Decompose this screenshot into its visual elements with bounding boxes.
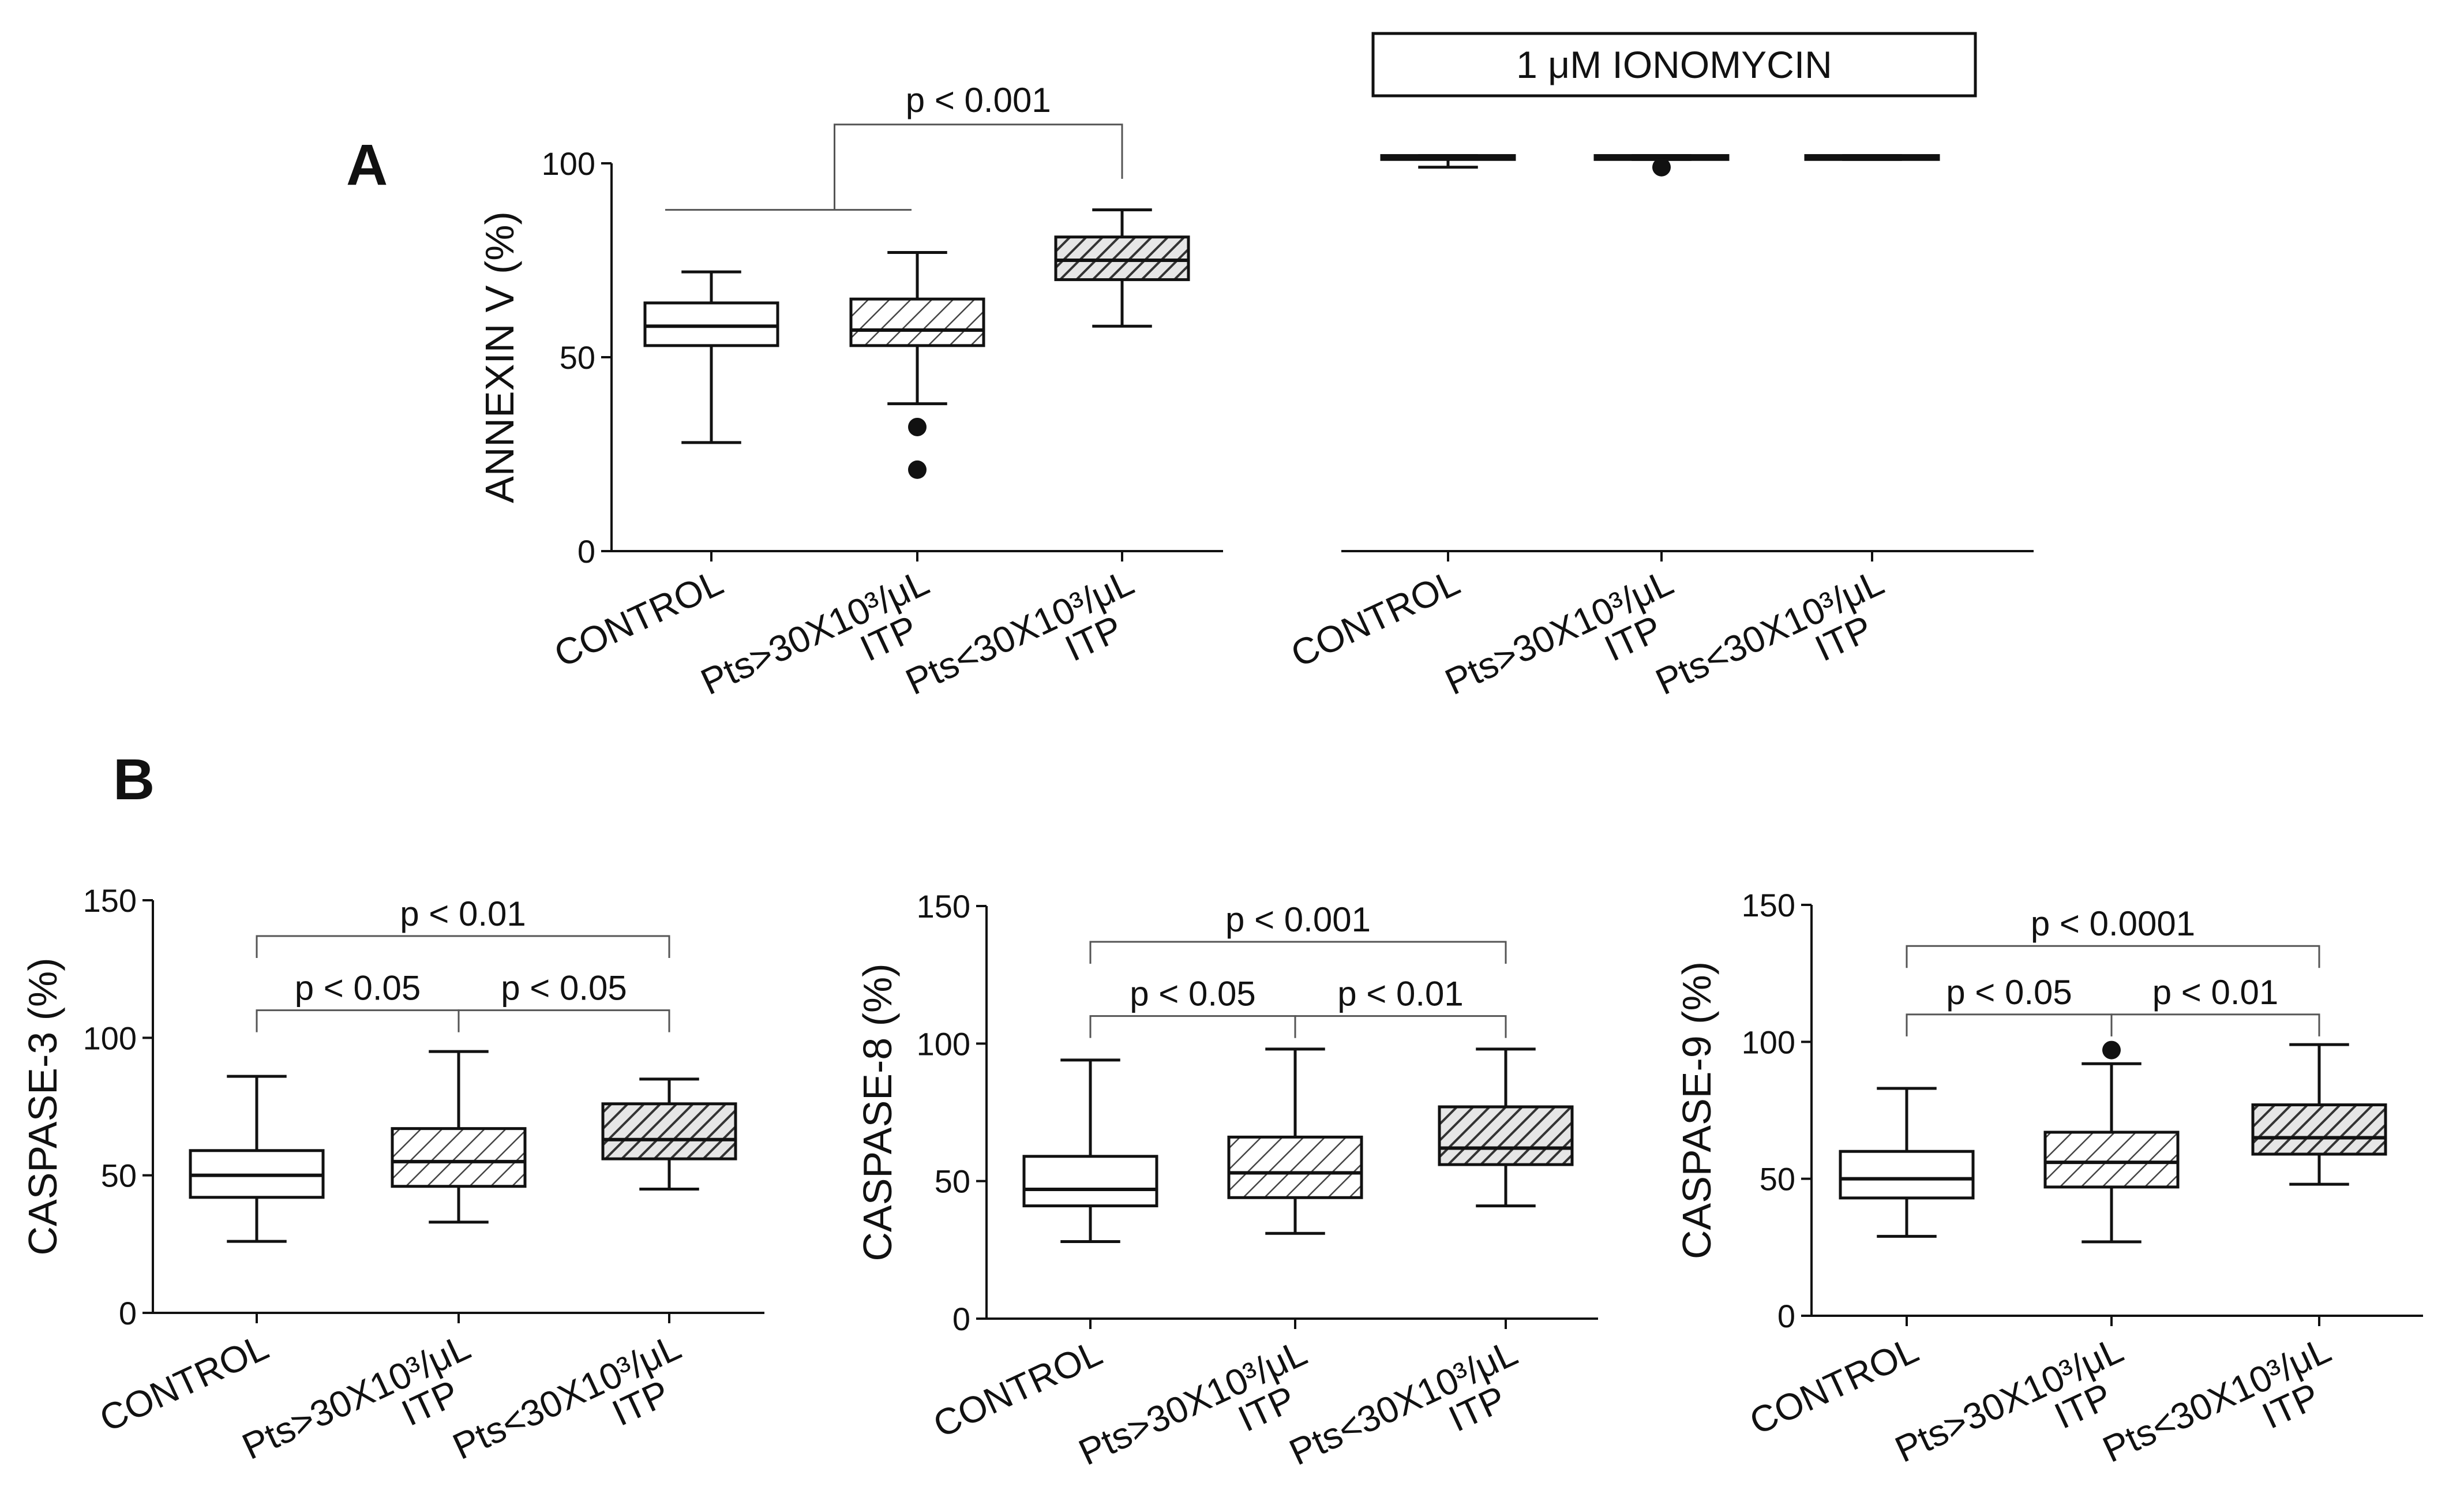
box-plot-0 bbox=[1022, 1058, 1158, 1244]
box-iqr bbox=[1839, 1150, 1975, 1200]
box-iqr bbox=[2043, 1131, 2180, 1189]
significance-label: p < 0.001 bbox=[1225, 900, 1371, 939]
outlier-point bbox=[908, 417, 927, 436]
box-plot-1 bbox=[391, 1050, 527, 1224]
box-iqr bbox=[1438, 1105, 1574, 1166]
box-plot-1 bbox=[2043, 1040, 2180, 1244]
box-iqr bbox=[601, 1102, 737, 1161]
bracket-line bbox=[834, 123, 1123, 210]
box-plot-0 bbox=[1839, 1087, 1975, 1238]
y-tick-label: 0 bbox=[952, 1301, 970, 1337]
box-plot-0 bbox=[1380, 154, 1516, 169]
box-iqr bbox=[849, 297, 985, 347]
box-iqr bbox=[391, 1127, 527, 1188]
y-tick-label: 150 bbox=[917, 888, 970, 924]
y-axis-title: CASPASE-3 (%) bbox=[20, 957, 65, 1255]
bracket-line bbox=[2110, 1013, 2320, 1036]
y-tick-label: 0 bbox=[577, 533, 595, 570]
box-plot-2 bbox=[601, 1077, 737, 1191]
y-tick-label: 100 bbox=[917, 1025, 970, 1062]
y-tick-label: 100 bbox=[542, 145, 595, 182]
outlier-point bbox=[1652, 158, 1671, 177]
ionomycin-banner: 1 μM IONOMYCIN bbox=[1371, 32, 1977, 98]
y-tick-label: 50 bbox=[560, 339, 595, 376]
category-label: CONTROL bbox=[927, 1331, 1108, 1445]
significance-label: p < 0.01 bbox=[2152, 973, 2279, 1012]
significance-bracket: p < 0.05 bbox=[457, 969, 670, 1032]
significance-bracket: p < 0.05 bbox=[1089, 975, 1296, 1038]
significance-label: p < 0.001 bbox=[906, 81, 1051, 119]
bracket-line bbox=[1089, 941, 1507, 964]
bracket-line bbox=[1906, 945, 2320, 968]
y-tick-label: 150 bbox=[1742, 887, 1795, 923]
y-tick-label: 100 bbox=[1742, 1024, 1795, 1060]
box-iqr bbox=[1227, 1135, 1363, 1199]
significance-label: p < 0.05 bbox=[295, 969, 421, 1008]
y-tick-label: 50 bbox=[1760, 1161, 1795, 1197]
ionomycin-banner-label: 1 μM IONOMYCIN bbox=[1516, 43, 1832, 86]
bracket-line bbox=[256, 1009, 460, 1032]
box-plot-1 bbox=[1593, 154, 1730, 177]
bracket-line bbox=[1294, 1015, 1507, 1038]
significance-label: p < 0.01 bbox=[400, 894, 526, 933]
outlier-point bbox=[908, 460, 927, 479]
significance-label: p < 0.05 bbox=[501, 969, 627, 1008]
significance-label: p < 0.05 bbox=[1130, 975, 1256, 1013]
significance-bracket: p < 0.001 bbox=[1089, 900, 1507, 964]
y-tick-label: 100 bbox=[83, 1020, 137, 1056]
box-iqr bbox=[1054, 235, 1190, 282]
y-tick-label: 150 bbox=[83, 882, 137, 919]
ionomycin-banner-box bbox=[1371, 32, 1977, 98]
box-iqr bbox=[643, 301, 779, 347]
box-plot-2 bbox=[1438, 1047, 1574, 1208]
category-label: CONTROL bbox=[93, 1326, 275, 1439]
y-tick-label: 50 bbox=[101, 1158, 137, 1194]
box-plot-1 bbox=[849, 251, 985, 479]
box-plot-2 bbox=[1054, 208, 1190, 328]
significance-bracket: p < 0.01 bbox=[256, 894, 670, 958]
y-axis-title: CASPASE-9 (%) bbox=[1674, 961, 1719, 1259]
box-plot-2 bbox=[2251, 1043, 2387, 1186]
box-iqr bbox=[1022, 1155, 1158, 1208]
bracket-line bbox=[457, 1009, 670, 1032]
significance-bracket: p < 0.001 bbox=[665, 81, 1123, 211]
significance-bracket: p < 0.01 bbox=[1294, 975, 1507, 1038]
y-tick-label: 0 bbox=[1777, 1298, 1795, 1334]
significance-bracket: p < 0.0001 bbox=[1906, 904, 2320, 968]
box-iqr bbox=[2251, 1103, 2387, 1156]
category-label: CONTROL bbox=[1285, 561, 1466, 675]
y-tick-label: 0 bbox=[119, 1295, 137, 1331]
box-plot-0 bbox=[189, 1075, 325, 1243]
box-plot-0 bbox=[643, 270, 779, 444]
significance-bracket: p < 0.05 bbox=[1906, 973, 2113, 1036]
bracket-line bbox=[1906, 1013, 2113, 1036]
significance-label: p < 0.01 bbox=[1337, 975, 1464, 1013]
significance-bracket: p < 0.01 bbox=[2110, 973, 2320, 1036]
box-plot-2 bbox=[1804, 154, 1940, 161]
bracket-line bbox=[1089, 1015, 1296, 1038]
bracket-line bbox=[256, 935, 670, 958]
significance-label: p < 0.0001 bbox=[2031, 904, 2195, 943]
panel-label-b: B bbox=[113, 747, 155, 812]
y-axis-title: ANNEXIN V (%) bbox=[477, 211, 522, 503]
significance-label: p < 0.05 bbox=[1946, 973, 2072, 1012]
significance-bracket: p < 0.05 bbox=[256, 969, 460, 1032]
y-tick-label: 50 bbox=[935, 1163, 970, 1200]
outlier-point bbox=[2102, 1040, 2121, 1060]
y-axis-title: CASPASE-8 (%) bbox=[855, 963, 900, 1261]
panel-label-a: A bbox=[346, 133, 388, 197]
box-plot-1 bbox=[1227, 1047, 1363, 1235]
category-label: CONTROL bbox=[548, 561, 729, 675]
category-label: CONTROL bbox=[1743, 1328, 1925, 1442]
